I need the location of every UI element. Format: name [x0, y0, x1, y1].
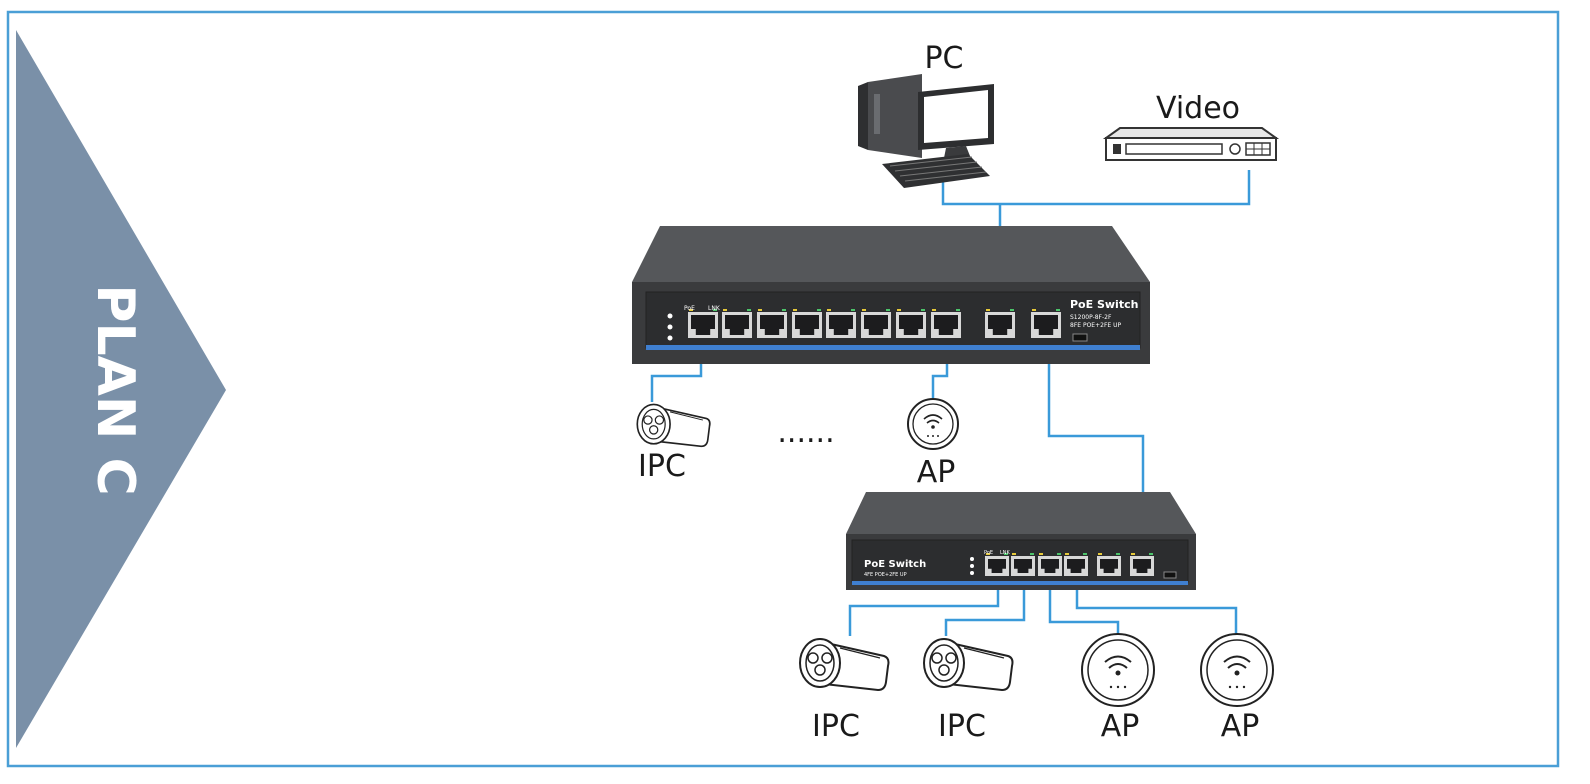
pc-icon [858, 74, 994, 188]
video-label: Video [1156, 91, 1240, 126]
main-switch-port-3 [757, 309, 787, 338]
main-switch-port-6 [861, 309, 891, 338]
main-switch-ports [688, 309, 1061, 338]
ipc-camera-icon-1 [799, 638, 890, 692]
ap-icon-top [907, 398, 959, 450]
ap-label-2: AP [1221, 709, 1260, 744]
diagram-border [6, 10, 1560, 768]
main-switch-title: PoE Switch [1070, 298, 1138, 311]
main-switch-spec: 8FE POE+2FE UP [1070, 322, 1121, 329]
main-switch-poe-header: PoE [684, 305, 695, 312]
main-switch-lnk-header: LNK [708, 305, 721, 312]
small-switch-title: PoE Switch [864, 559, 926, 570]
ipc-camera-icon-top [636, 403, 711, 448]
ap-label-top: AP [917, 455, 956, 490]
small-switch-spec: 4FE POE+2FE UP [864, 572, 907, 578]
small-poe-switch: PoE Switch 4FE POE+2FE UP PoE LNK [846, 492, 1196, 590]
main-switch-uplink-port-1 [985, 309, 1015, 338]
small-switch-poe-header: PoE [984, 550, 993, 556]
main-switch-uplink-port-2 [1031, 309, 1061, 338]
ipc-camera-icon-2 [923, 638, 1014, 692]
main-switch-model: S1200P-8F-2F [1070, 314, 1112, 321]
main-switch-port-7 [896, 309, 926, 338]
ipc-label-1: IPC [812, 709, 860, 744]
main-switch-port-5 [826, 309, 856, 338]
plan-label: PLAN C [85, 284, 145, 495]
wire-pc-video [941, 170, 1251, 206]
small-switch-port-4 [1064, 553, 1088, 576]
wire-ipc-2 [944, 580, 1026, 636]
main-poe-switch: PoE LNK PoE Switch S1200P-8F-2F 8FE POE+… [632, 226, 1150, 364]
main-switch-port-8 [931, 309, 961, 338]
ipc-label-top: IPC [638, 449, 686, 484]
ap-icon-2 [1200, 633, 1274, 707]
ellipsis-label: ...... [777, 415, 834, 450]
small-switch-lnk-header: LNK [1000, 550, 1011, 556]
small-switch-port-1 [985, 553, 1009, 576]
plan-triangle-banner [16, 30, 226, 748]
small-switch-uplink-port-2 [1130, 553, 1154, 576]
network-wires [650, 170, 1251, 636]
main-switch-port-1 [688, 309, 718, 338]
wire-ap-2 [1075, 580, 1238, 634]
pc-label: PC [924, 41, 963, 76]
ap-icon-1 [1081, 633, 1155, 707]
small-switch-port-2 [1011, 553, 1035, 576]
wire-ipc-1 [848, 580, 1000, 636]
ipc-label-2: IPC [938, 709, 986, 744]
small-switch-uplink-port-1 [1097, 553, 1121, 576]
ap-label-1: AP [1101, 709, 1140, 744]
small-switch-port-3 [1038, 553, 1062, 576]
wire-ap-1 [1048, 580, 1120, 634]
main-switch-port-4 [792, 309, 822, 338]
small-switch-ports [985, 553, 1154, 576]
video-recorder-icon [1102, 127, 1280, 161]
main-switch-port-2 [722, 309, 752, 338]
